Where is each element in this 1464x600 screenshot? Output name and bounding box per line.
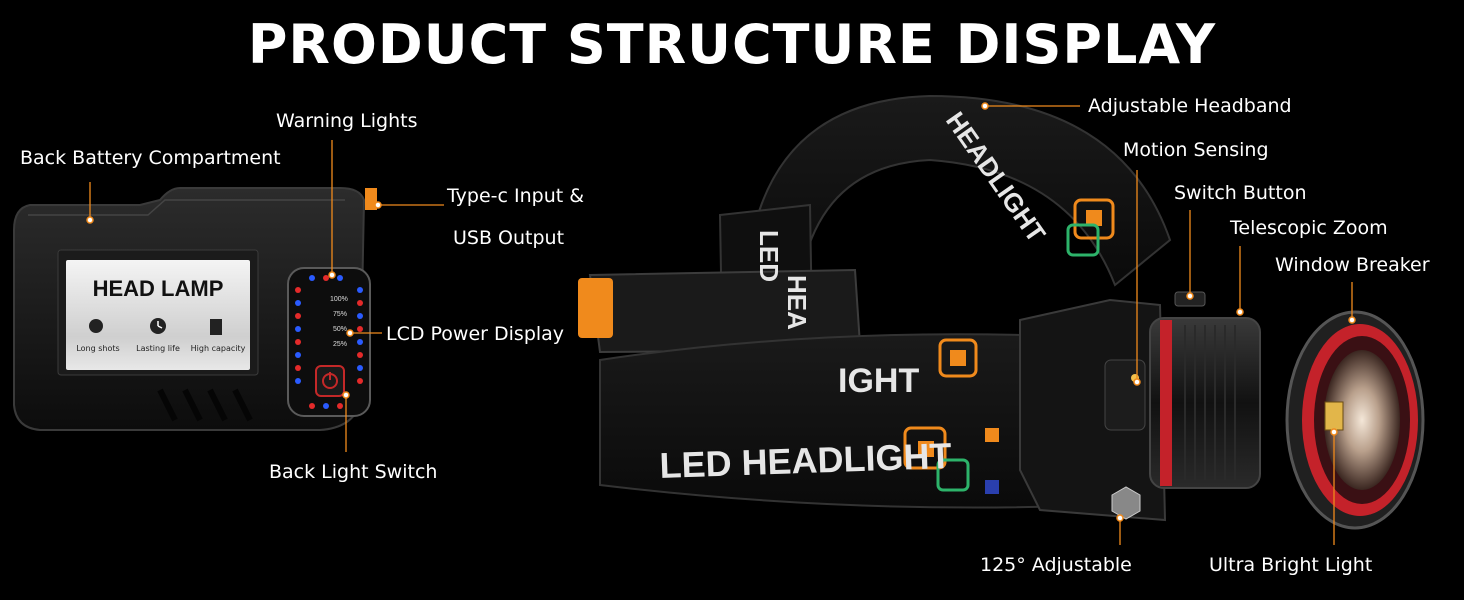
- band-pattern: [903, 198, 1115, 494]
- page-title: PRODUCT STRUCTURE DISPLAY: [247, 13, 1217, 76]
- band-print-mid: IGHT: [838, 362, 919, 400]
- headlamp: [578, 94, 1425, 530]
- label-telescopic-zoom: Telescopic Zoom: [1230, 217, 1388, 239]
- label-adjustable-headband: Adjustable Headband: [1088, 95, 1292, 117]
- label-typec-1: Type-c Input &: [447, 185, 585, 207]
- warning-leds: [295, 275, 363, 409]
- feature-high-capacity: High capacity: [190, 344, 246, 353]
- label-warning-lights: Warning Lights: [276, 110, 418, 132]
- callout-dots: [86, 102, 1356, 522]
- label-back-light-switch: Back Light Switch: [269, 461, 438, 483]
- feature-icons: [89, 318, 222, 335]
- feature-lasting-life: Lasting life: [136, 344, 180, 353]
- callout-lines: [89, 105, 1353, 545]
- pivot-bolt: [1111, 486, 1141, 520]
- led-chip: [1324, 401, 1344, 431]
- label-typec-2: USB Output: [453, 227, 565, 249]
- motion-sensor: [1104, 359, 1146, 431]
- pack-label-card: HEAD LAMP Long shots Lasting life High c…: [66, 260, 250, 370]
- lcd-panel: [287, 267, 371, 417]
- label-lcd-power: LCD Power Display: [386, 323, 565, 345]
- level-75: 75%: [333, 311, 348, 318]
- pack-label-title: HEAD LAMP: [92, 276, 224, 301]
- level-50: 50%: [333, 326, 348, 333]
- level-25: 25%: [333, 341, 348, 348]
- vent-grille: [157, 388, 253, 422]
- back-light-switch[interactable]: [315, 365, 345, 397]
- sun-icon: [89, 319, 103, 333]
- label-window-breaker: Window Breaker: [1275, 254, 1430, 276]
- feature-long-shots: Long shots: [76, 344, 120, 353]
- lens: [1324, 350, 1400, 490]
- label-motion-sensing: Motion Sensing: [1123, 139, 1269, 161]
- rear-port-cover: [578, 278, 613, 338]
- label-switch-button: Switch Button: [1174, 182, 1307, 204]
- band-print-side1: LED: [754, 230, 784, 282]
- band-print-front: LED HEADLIGHT: [659, 435, 952, 486]
- label-back-battery: Back Battery Compartment: [20, 147, 281, 169]
- label-ultra-bright: Ultra Bright Light: [1209, 554, 1373, 576]
- battery-icon: [210, 319, 222, 335]
- typec-port: [365, 188, 377, 210]
- label-125-adjustable: 125° Adjustable: [980, 554, 1132, 576]
- red-ring: [1160, 320, 1172, 486]
- level-100: 100%: [330, 296, 348, 303]
- band-print-side2: HEA: [782, 275, 812, 330]
